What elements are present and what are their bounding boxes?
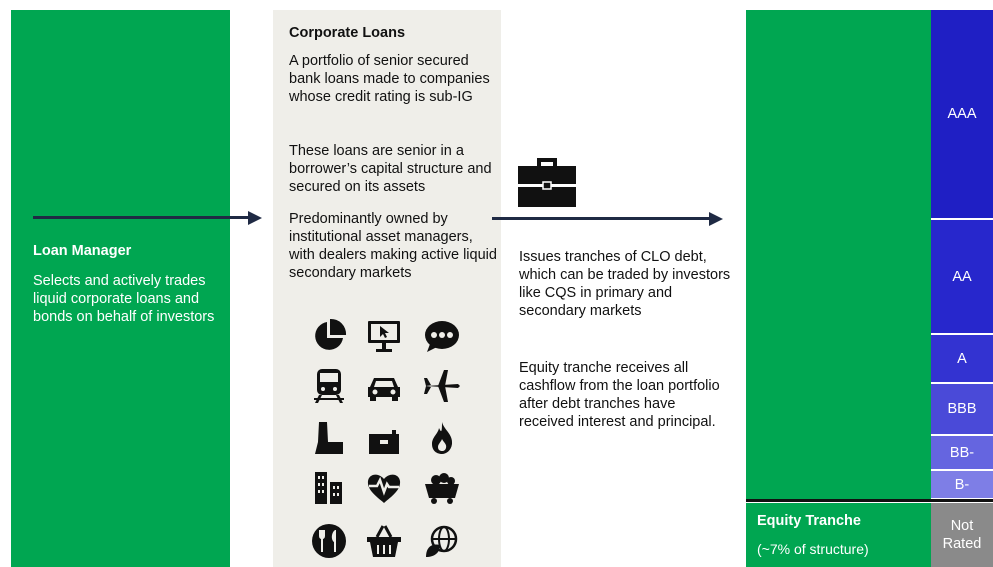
tranche-aaa: AAA	[931, 10, 993, 218]
heart-pulse-icon	[367, 474, 401, 503]
arrow-to-loans-line	[33, 216, 249, 219]
corporate-loans-paragraph-1: A portfolio of senior secured bank loans…	[289, 53, 490, 105]
loan-manager-box: Loan Manager Selects and actively trades…	[11, 10, 230, 567]
tranche-a: A	[931, 335, 993, 382]
monitor-icon	[368, 321, 400, 352]
buildings-icon	[315, 472, 342, 504]
pie-chart-icon	[315, 318, 347, 350]
industrial-building-icon	[369, 430, 399, 454]
globe-leaf-icon	[426, 525, 458, 557]
factory-icon	[315, 422, 343, 454]
arrow-to-clo-head	[709, 212, 723, 226]
loan-manager-description: Selects and actively trades liquid corpo…	[33, 273, 215, 325]
clo-issues-text: Issues tranches of CLO debt, which can b…	[519, 249, 731, 319]
tranche-aa: AA	[931, 220, 993, 333]
loan-manager-title: Loan Manager	[33, 243, 132, 259]
equity-cashflow-text: Equity tranche receives all cashflow fro…	[519, 360, 720, 430]
arrow-to-loans-head	[248, 211, 262, 225]
tranche-bb-minus: BB-	[931, 436, 993, 469]
corporate-loans-panel: Corporate Loans A portfolio of senior se…	[273, 10, 501, 567]
corporate-loans-paragraph-2: These loans are senior in a borrower’s c…	[289, 143, 492, 195]
tranche-not-rated: Not Rated	[931, 503, 993, 567]
equity-divider	[746, 499, 993, 502]
car-icon	[368, 378, 400, 401]
flame-icon	[432, 422, 453, 454]
tranche-b-minus: B-	[931, 471, 993, 498]
corporate-loans-title: Corporate Loans	[289, 25, 406, 41]
equity-tranche-subtitle: (~7% of structure)	[757, 541, 869, 557]
chat-bubble-icon	[425, 321, 459, 352]
tranche-bbb: BBB	[931, 384, 993, 434]
corporate-loans-paragraph-3: Predominantly owned by institutional ass…	[289, 211, 497, 281]
arrow-to-clo-line	[492, 217, 710, 220]
equity-tranche-box: Equity Tranche (~7% of structure)	[746, 503, 931, 567]
airplane-icon	[424, 370, 460, 402]
equity-tranche-title: Equity Tranche	[757, 513, 861, 529]
shopping-basket-icon	[367, 525, 401, 557]
mine-cart-icon	[425, 473, 459, 504]
train-icon	[314, 369, 344, 403]
briefcase-icon	[518, 158, 576, 207]
clo-debt-green-block	[746, 10, 931, 500]
restaurant-icon	[312, 524, 346, 558]
